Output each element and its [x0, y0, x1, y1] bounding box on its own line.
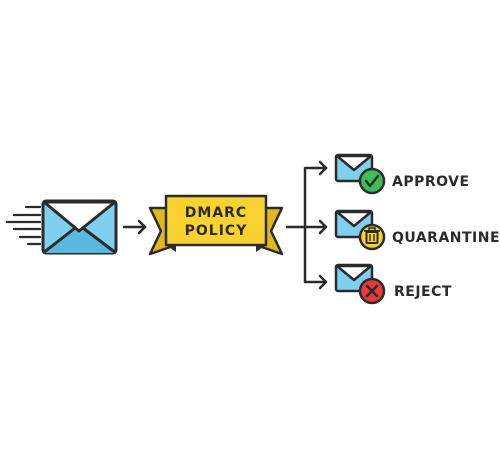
arrow-to-policy	[122, 219, 147, 235]
policy-line1: DMARC	[185, 205, 247, 221]
outcome-approve: APPROVE	[334, 153, 470, 195]
dmarc-policy-banner: DMARC POLICY	[148, 194, 284, 256]
outcome-label-approve: APPROVE	[392, 174, 470, 190]
incoming-email-icon	[41, 199, 118, 255]
check-icon	[358, 167, 386, 195]
branch-connectors	[285, 160, 328, 290]
policy-line2: POLICY	[185, 223, 248, 239]
x-icon	[358, 277, 386, 305]
outcome-label-reject: REJECT	[394, 284, 452, 300]
outcome-reject: REJECT	[334, 263, 452, 305]
outcome-quarantine: QUARANTINE	[334, 209, 500, 251]
outcome-label-quarantine: QUARANTINE	[392, 230, 500, 246]
speed-lines	[5, 205, 42, 246]
trash-icon	[358, 223, 386, 251]
